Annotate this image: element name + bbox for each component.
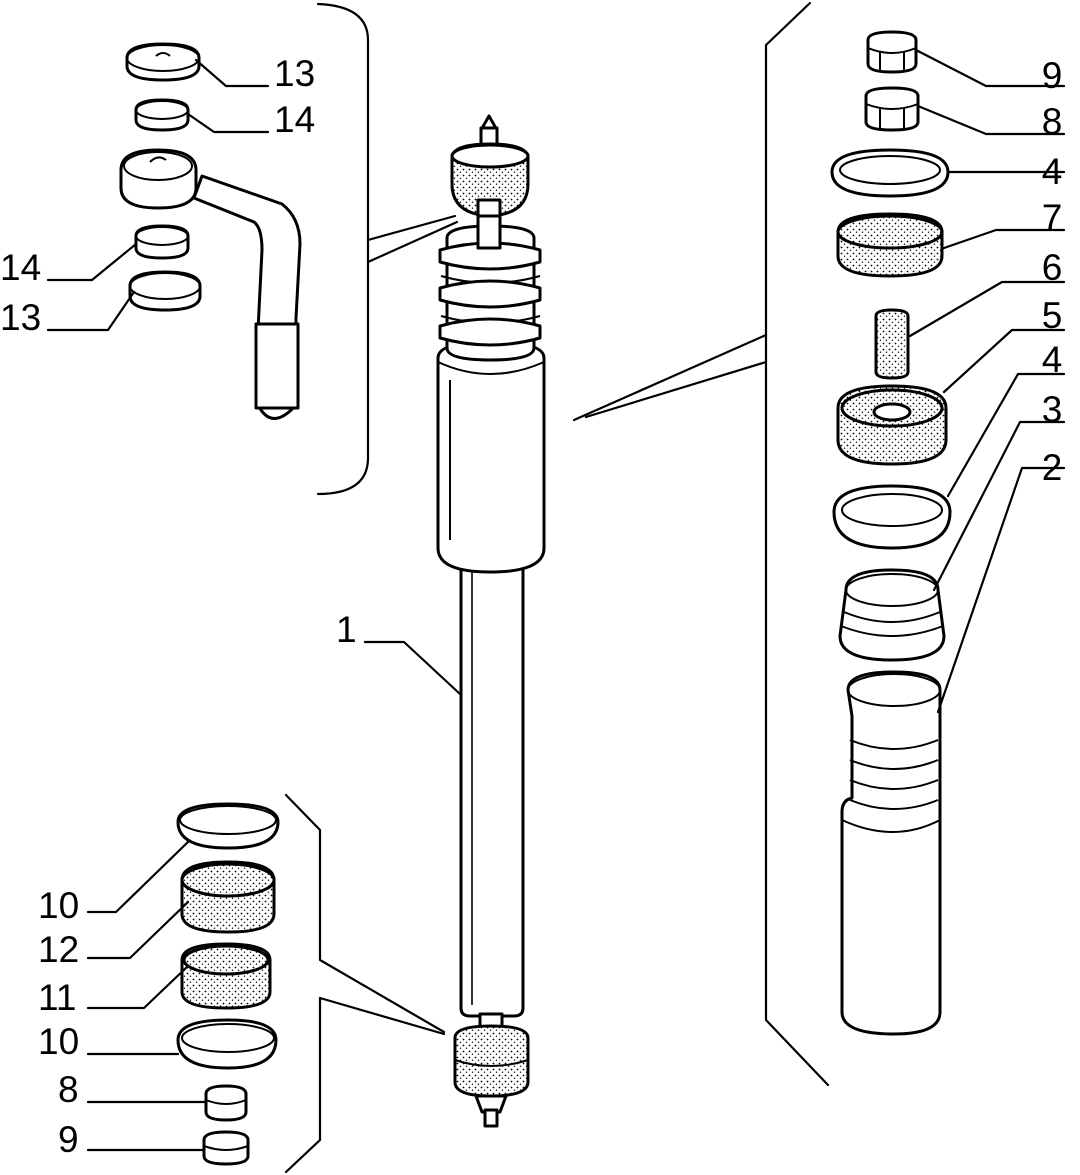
callout-8-top: 8 bbox=[1042, 101, 1063, 142]
callout-labels: 1 2 3 4 4 5 6 7 8 9 10 12 11 10 8 9 13 1… bbox=[0, 53, 1062, 1160]
bushing-14-lower bbox=[134, 224, 190, 260]
callout-1: 1 bbox=[336, 609, 357, 650]
washer-13-lower bbox=[128, 270, 202, 312]
lower-rod bbox=[459, 558, 525, 1018]
callout-2: 2 bbox=[1042, 447, 1063, 488]
callout-7: 7 bbox=[1042, 197, 1063, 238]
callout-13-lower: 13 bbox=[0, 297, 41, 338]
leader-lines bbox=[46, 48, 1066, 1152]
callout-6: 6 bbox=[1042, 247, 1063, 288]
bottom-bushing bbox=[453, 1024, 530, 1098]
washer-13-upper bbox=[125, 42, 201, 82]
callout-8-bottom: 8 bbox=[58, 1069, 79, 1110]
bump-stop-2 bbox=[840, 670, 942, 1036]
callout-12: 12 bbox=[38, 929, 79, 970]
right-bracket bbox=[572, 1, 830, 1087]
callout-9-bottom: 9 bbox=[58, 1119, 79, 1160]
nut-9-bottom bbox=[202, 1130, 250, 1166]
bushing-14-upper bbox=[134, 98, 190, 132]
callout-11: 11 bbox=[38, 977, 76, 1018]
stabilizer-link-parts bbox=[119, 42, 302, 420]
callout-14-lower: 14 bbox=[0, 247, 41, 288]
washer-10-lower bbox=[176, 1018, 278, 1070]
bottom-left-bracket bbox=[284, 793, 446, 1174]
callout-9-top: 9 bbox=[1042, 55, 1063, 96]
shock-absorber-assembly bbox=[436, 114, 546, 1128]
upper-mount-parts bbox=[830, 30, 952, 1036]
cap-3 bbox=[838, 568, 946, 662]
callout-14-upper: 14 bbox=[274, 99, 315, 140]
upper-cylinder bbox=[436, 340, 546, 574]
callout-4-top: 4 bbox=[1042, 151, 1063, 192]
sleeve-6 bbox=[874, 308, 910, 380]
washer-4-middle bbox=[832, 484, 952, 550]
callout-4-middle: 4 bbox=[1042, 339, 1063, 380]
washer-10-upper bbox=[176, 802, 280, 850]
lower-mount-parts bbox=[176, 802, 280, 1166]
callout-10-lower: 10 bbox=[38, 1021, 79, 1062]
callout-13-upper: 13 bbox=[274, 53, 315, 94]
callout-5: 5 bbox=[1042, 295, 1063, 336]
callout-10-upper: 10 bbox=[38, 885, 79, 926]
washer-4-top bbox=[830, 148, 950, 198]
top-left-bracket bbox=[316, 2, 459, 496]
callout-3: 3 bbox=[1042, 389, 1063, 430]
